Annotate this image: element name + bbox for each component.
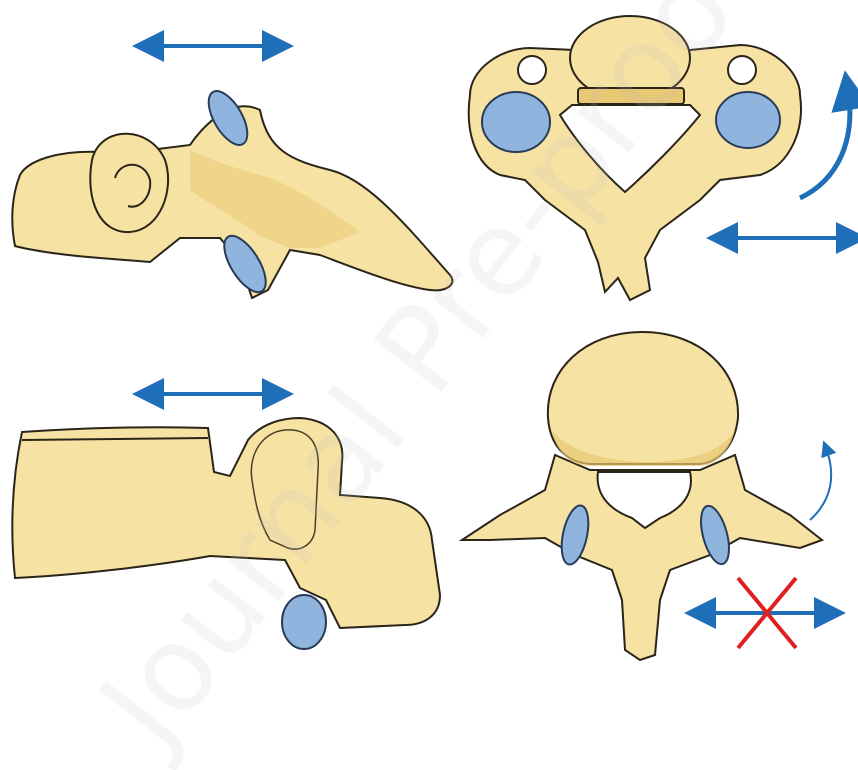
lumbar-lateral-body — [12, 418, 440, 628]
cervical-superior-left-facet — [482, 92, 550, 152]
cervical-superior-right-transverse-foramen — [728, 56, 756, 84]
figure-canvas — [0, 0, 858, 664]
lumbar-lateral-vertebra — [12, 418, 440, 649]
cervical-superior-rotation-arrow — [800, 90, 850, 198]
cervical-superior-right-facet — [716, 92, 780, 148]
lumbar-superior-body — [548, 332, 738, 464]
cervical-superior-body-rim — [578, 88, 684, 104]
cervical-superior-vertebra — [469, 16, 801, 300]
lumbar-lateral-facet — [282, 595, 326, 649]
vertebra-motion-figure: Journal Pre-proof — [0, 0, 858, 664]
cervical-superior-left-transverse-foramen — [518, 56, 546, 84]
lumbar-superior-rotation-arrow — [810, 448, 831, 520]
cervical-lateral-vertebra — [12, 85, 452, 299]
cervical-lateral-transverse-loop — [90, 134, 168, 232]
